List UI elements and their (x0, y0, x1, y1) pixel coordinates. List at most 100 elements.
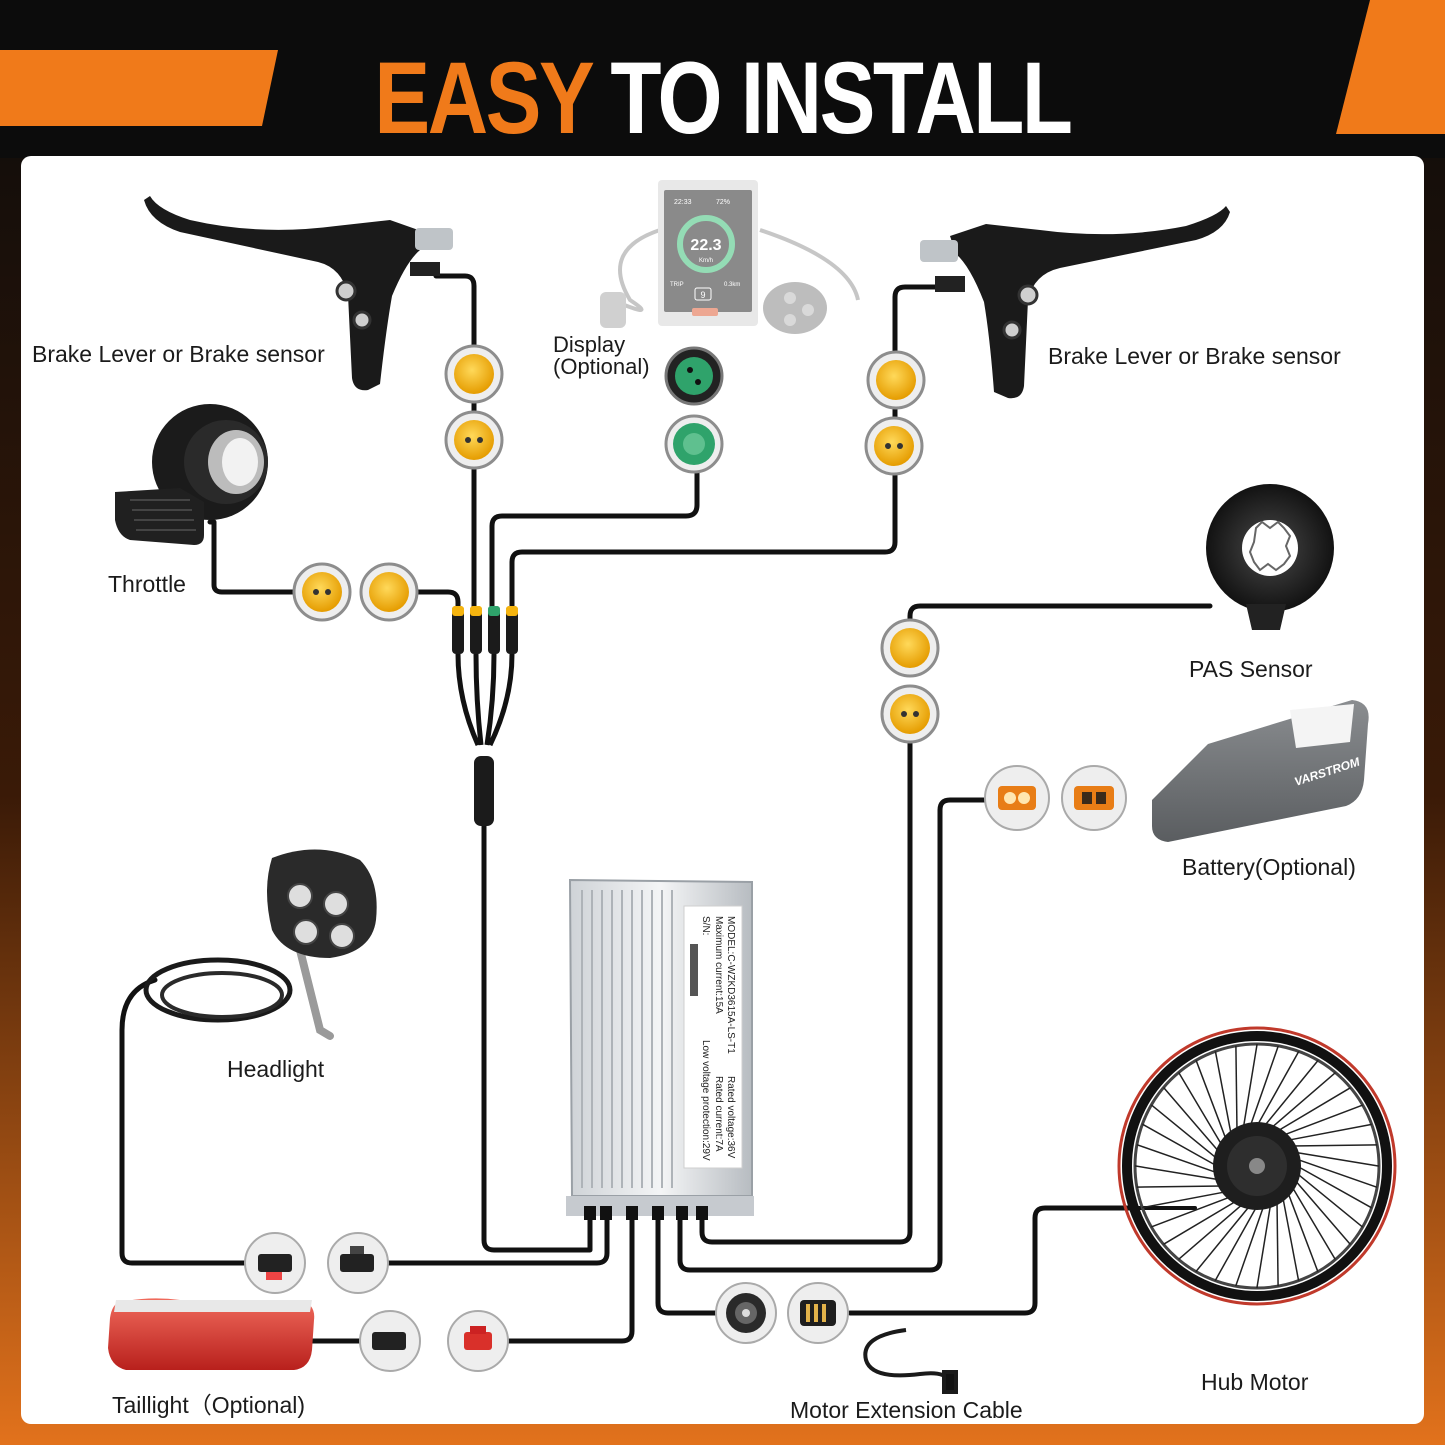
label-motor-extension: Motor Extension Cable (790, 1397, 1023, 1423)
connector-left-brake-a (444, 344, 504, 404)
wheel-spoke (1295, 1172, 1364, 1228)
controller-model: MODEL:C-WZKD3615A-LS-T1 (725, 916, 736, 1054)
wire-display (489, 467, 700, 611)
wire-pas-controller (699, 737, 913, 1245)
label-hub-motor: Hub Motor (1201, 1369, 1309, 1395)
wheel-spoke (1286, 1191, 1319, 1272)
connector-taillight-a (359, 1310, 421, 1372)
controller-rated-current: Rated current:7A (713, 1076, 724, 1152)
taillight (108, 1298, 315, 1370)
display-level: 9 (700, 290, 705, 300)
right-brake-lever (920, 206, 1230, 399)
wheel-spoke (1235, 1045, 1238, 1132)
connector-right-brake-b (864, 416, 924, 476)
wire-taillight-controller (505, 1212, 635, 1344)
connector-display-a (664, 346, 724, 406)
title-easy: EASY (374, 41, 594, 155)
wheel-spoke (1163, 1199, 1238, 1245)
wheel-spoke (1296, 1165, 1372, 1209)
connector-display-b (664, 414, 724, 474)
wheel-spoke (1256, 1203, 1272, 1289)
label-display-optional: (Optional) (553, 354, 650, 379)
wheel-spoke (1296, 1158, 1378, 1189)
wiring-harness (452, 606, 518, 826)
wheel-spoke (1136, 1185, 1223, 1188)
controller-low-voltage: Low voltage protection:29V (700, 1040, 711, 1161)
wheel-spoke (1151, 1195, 1232, 1228)
wheel-spoke (1294, 1179, 1351, 1245)
wire-headlight-controller (385, 1212, 610, 1266)
battery: VARSTROM (1152, 700, 1369, 842)
wheel-spoke (1195, 1060, 1228, 1141)
wire-right-brake (509, 284, 938, 611)
connector-motor-a (715, 1282, 777, 1344)
wheel-spoke (1281, 1196, 1300, 1281)
harness-plug-1 (452, 606, 464, 654)
wheel-spoke (1142, 1123, 1218, 1167)
label-taillight: Taillight（Optional) (112, 1392, 306, 1418)
connector-right-brake-a (866, 350, 926, 410)
wheel-spoke (1150, 1104, 1219, 1160)
pas-sensor (1206, 484, 1334, 630)
display-battery: 72% (716, 199, 730, 206)
wire-harness-trunk (481, 817, 593, 1253)
wheel-spoke (1276, 1200, 1279, 1287)
label-headlight: Headlight (227, 1056, 325, 1082)
wheel-spoke (1270, 1072, 1336, 1129)
connectors (244, 344, 1127, 1372)
connector-pas-a (880, 618, 940, 678)
wheel-spoke (1214, 1051, 1233, 1136)
display-unit: 22.3 Km/h 22:33 72% TRIP 0.3km 9 (600, 180, 860, 334)
wire-motor (655, 1212, 721, 1316)
wheel-spoke (1178, 1203, 1244, 1260)
label-throttle: Throttle (108, 571, 186, 597)
wheel-spoke (1134, 1165, 1220, 1181)
wheel-spoke (1242, 1043, 1258, 1129)
controller: MODEL:C-WZKD3615A-LS-T1 Maximum current:… (566, 878, 754, 1220)
wheel-spoke (1163, 1087, 1220, 1153)
connector-battery-a (984, 765, 1050, 831)
wire-left-brake (433, 273, 477, 611)
wires (119, 273, 1213, 1344)
label-display: Display (553, 332, 626, 357)
controller-rated-voltage: Rated voltage:36V (725, 1076, 736, 1159)
wheel-spoke (1291, 1144, 1378, 1147)
wheel-spoke (1195, 1204, 1251, 1273)
wheel-spoke (1136, 1143, 1218, 1174)
wheel-spoke (1214, 1205, 1258, 1281)
controller-max-current: Maximum current:15A (713, 916, 724, 1014)
left-accent-bar (0, 50, 278, 126)
label-left-brake: Brake Lever or Brake sensor (32, 341, 325, 367)
controller-sn: S/N: (700, 916, 711, 935)
label-battery: Battery(Optional) (1182, 854, 1356, 880)
connector-headlight-a (244, 1232, 306, 1294)
wheel-spoke (1276, 1087, 1351, 1133)
harness-plug-3 (488, 606, 500, 654)
connector-throttle-b (359, 562, 419, 622)
right-accent-bar (1336, 0, 1445, 134)
label-right-brake: Brake Lever or Brake sensor (1048, 343, 1341, 369)
wire-pas (907, 603, 1213, 628)
connector-motor-b (787, 1282, 849, 1344)
label-pas-sensor: PAS Sensor (1189, 656, 1313, 682)
wire-battery (677, 797, 993, 1273)
title-to-install: TO INSTALL (610, 41, 1073, 155)
motor-extension-cable (863, 1328, 958, 1394)
wheel-spoke (1290, 1185, 1336, 1260)
display-speed: 22.3 (690, 237, 721, 254)
headlight (143, 849, 377, 1040)
wheel-spoke (1282, 1104, 1363, 1137)
connector-battery-b (1061, 765, 1127, 831)
connector-left-brake-b (444, 410, 504, 470)
hub-motor (1117, 1026, 1397, 1306)
connector-throttle-a (292, 562, 352, 622)
wheel-spoke (1294, 1151, 1380, 1167)
connector-headlight-b (327, 1232, 389, 1294)
wheel-spoke (1178, 1072, 1224, 1147)
wheel-spoke (1256, 1051, 1300, 1127)
wheel-spoke (1142, 1190, 1227, 1209)
wire-throttle-harness (413, 589, 461, 611)
display-unit-text: Km/h (699, 258, 713, 264)
